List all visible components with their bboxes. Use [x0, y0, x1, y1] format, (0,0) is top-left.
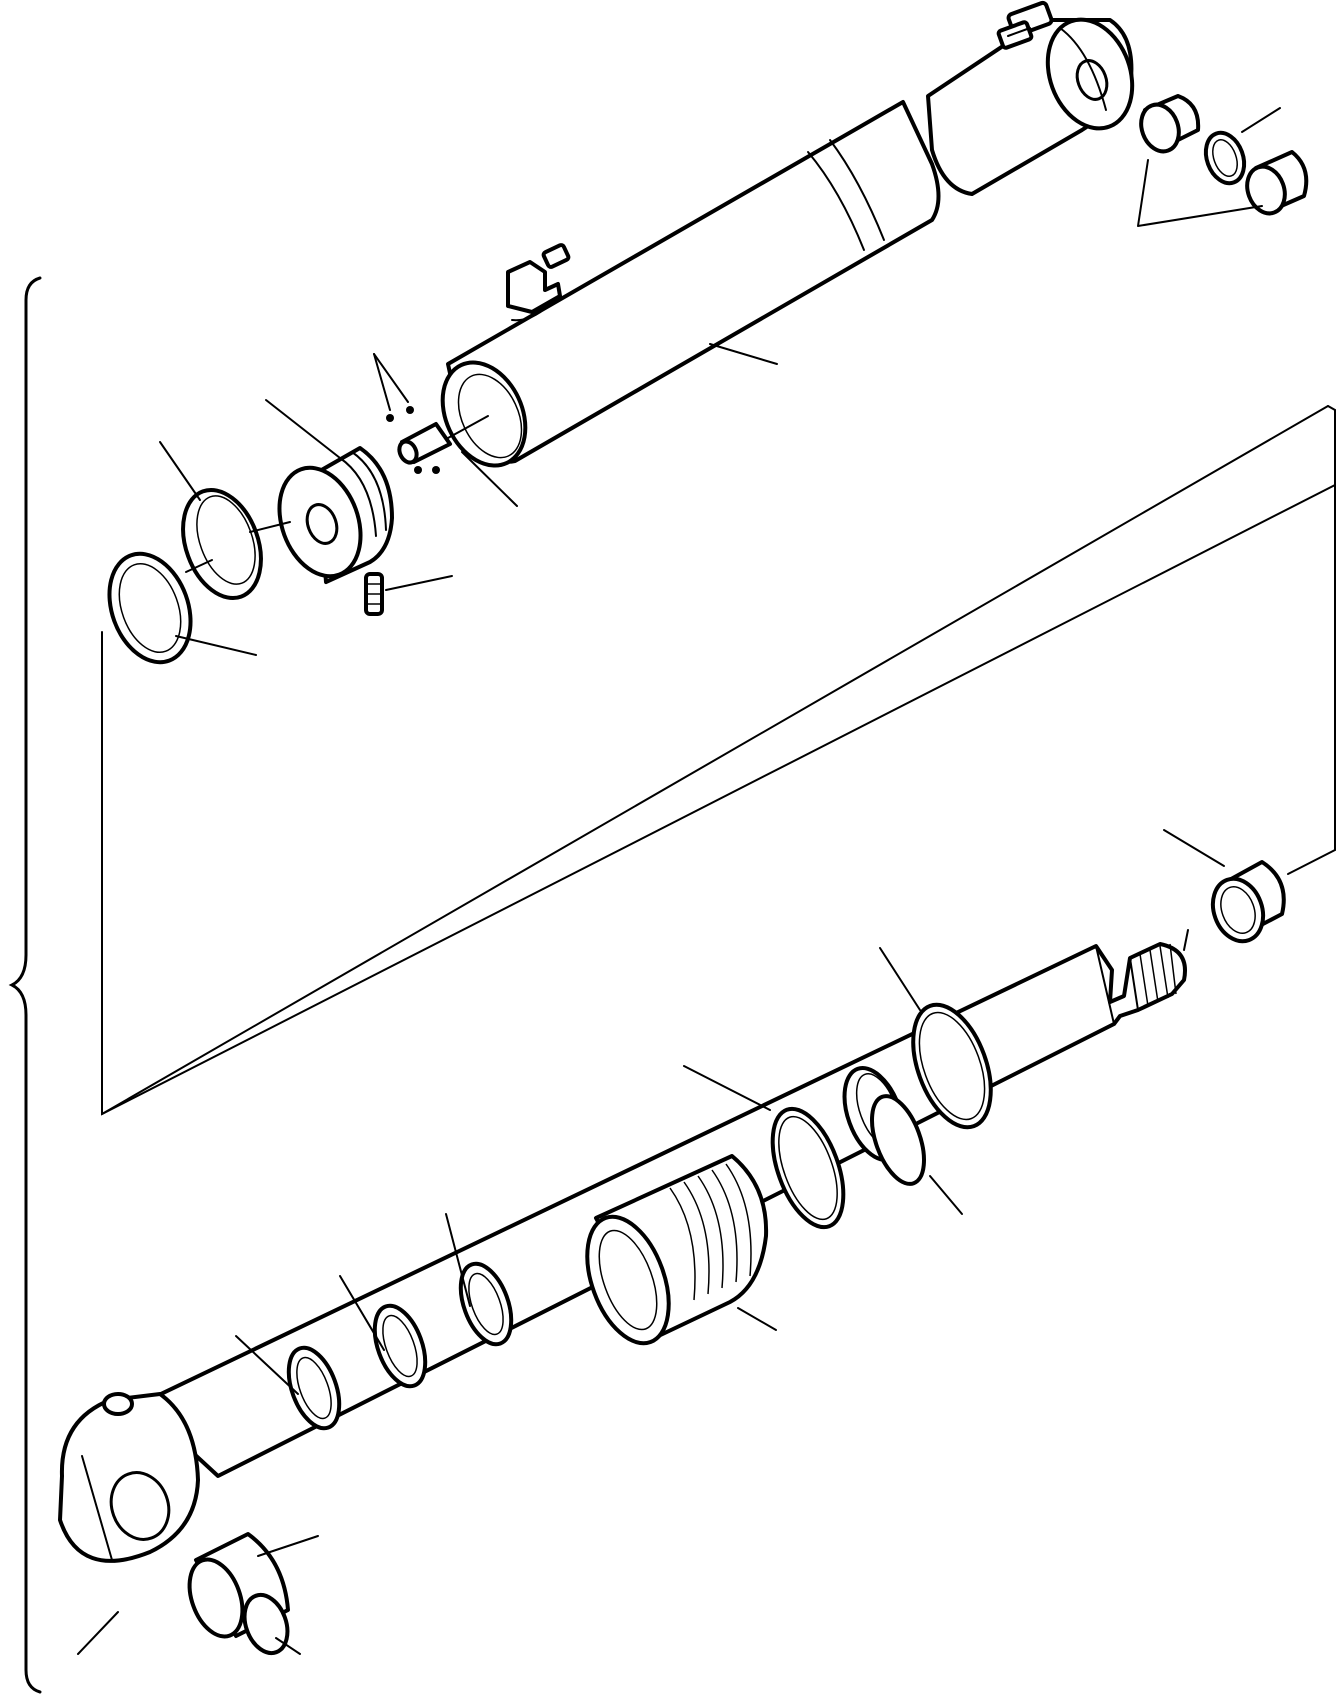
- set-screw[interactable]: [364, 572, 453, 616]
- cylinder-bottom[interactable]: [926, 0, 1147, 196]
- cylinder-tube[interactable]: [427, 100, 941, 479]
- piston[interactable]: [265, 399, 394, 588]
- rod-end-bushing-lower[interactable]: [180, 1532, 319, 1659]
- assembly-bracket: [8, 276, 42, 1694]
- rod-eye-snap-ring[interactable]: [1199, 107, 1281, 189]
- assembly-trace-line-2: [101, 405, 1329, 1115]
- wear-ring[interactable]: [159, 441, 291, 609]
- trace-to-bushing: [1287, 849, 1336, 875]
- rod-eye-bushing[interactable]: [1135, 94, 1309, 219]
- bushing-leader: [1137, 159, 1263, 227]
- piston-lock-balls[interactable]: [373, 353, 440, 474]
- rod-end-bushing[interactable]: [1163, 829, 1286, 948]
- cushion-collar-2[interactable]: [339, 1275, 435, 1393]
- cushion-collar-1[interactable]: [235, 1335, 349, 1435]
- rod-end-eye[interactable]: [58, 1392, 200, 1655]
- piston-nut[interactable]: [396, 415, 518, 507]
- rod-head-o-ring[interactable]: [683, 1065, 857, 1237]
- cushion-collar-3[interactable]: [445, 1213, 521, 1351]
- dust-seal[interactable]: [879, 947, 1006, 1138]
- piston-ring[interactable]: [95, 542, 257, 673]
- rod-head[interactable]: [572, 1154, 777, 1354]
- rod-head-snap-ring[interactable]: [862, 1089, 963, 1215]
